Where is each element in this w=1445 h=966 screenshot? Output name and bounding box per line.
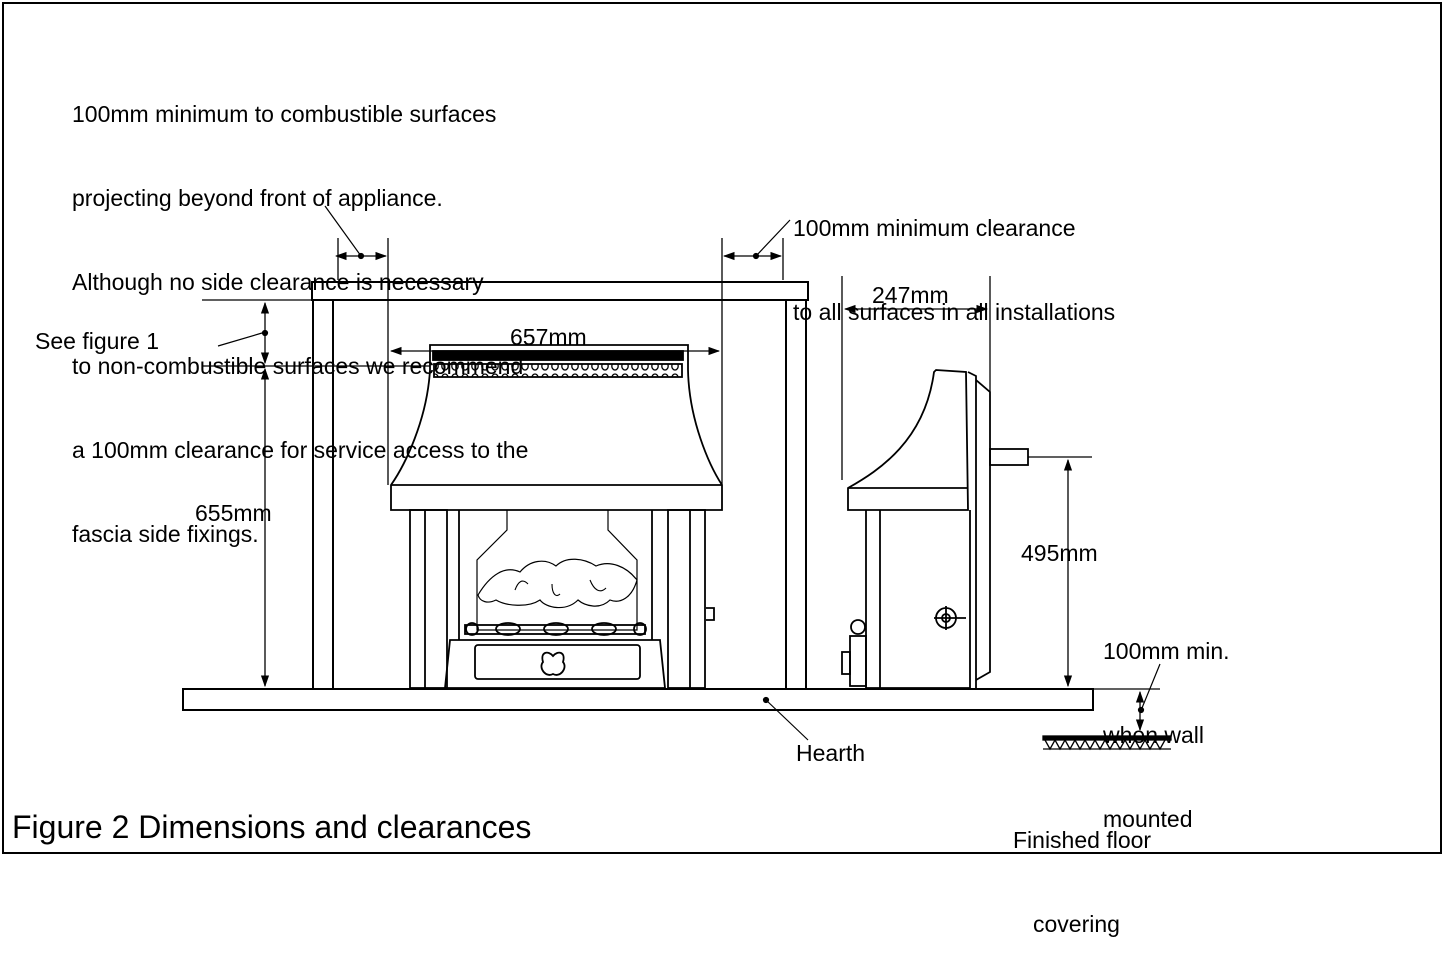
floor-note-line: Finished floor bbox=[1013, 827, 1152, 853]
side-note-line: to non-combustible surfaces we recommend bbox=[72, 353, 524, 379]
side-note-line: 100mm minimum to combustible surfaces bbox=[72, 101, 497, 127]
dim-height-label: 655mm bbox=[195, 500, 272, 526]
floor-covering-note: Finished floor covering bbox=[1013, 770, 1151, 966]
side-note-line: Although no side clearance is necessary bbox=[72, 269, 484, 295]
wall-mount-line: when wall bbox=[1103, 722, 1204, 748]
leader-lines bbox=[217, 205, 1161, 741]
rear-note-line: 100mm minimum clearance bbox=[793, 215, 1076, 241]
dim-side-height-label: 495mm bbox=[1021, 540, 1098, 566]
rear-note-line: to all surfaces in all installations bbox=[793, 299, 1116, 325]
wall-mount-line: mounted bbox=[1103, 806, 1193, 832]
dim-width-label: 657mm bbox=[510, 324, 587, 350]
fire-side bbox=[841, 369, 1029, 689]
floor-covering-symbol bbox=[1042, 735, 1172, 751]
hearth-label: Hearth bbox=[796, 740, 866, 766]
dim-depth-label: 247mm bbox=[872, 282, 949, 308]
see-figure-label: See figure 1 bbox=[35, 328, 160, 354]
hearth bbox=[182, 688, 1094, 711]
side-note-line: projecting beyond front of appliance. bbox=[72, 185, 443, 211]
figure-border bbox=[2, 2, 1442, 854]
fire-drawing: 657mm 247mm 655mm 495mm bbox=[2, 2, 1442, 854]
fire-front bbox=[390, 344, 723, 689]
wall-mount-note: 100mm min. when wall mounted bbox=[1103, 581, 1230, 861]
side-note-line: a 100mm clearance for service access to … bbox=[72, 437, 529, 463]
dimension-lines bbox=[202, 238, 1160, 732]
floor-note-line: covering bbox=[1033, 911, 1120, 937]
side-clearance-note: 100mm minimum to combustible surfaces pr… bbox=[72, 44, 528, 576]
figure-caption: Figure 2 Dimensions and clearances bbox=[12, 809, 532, 845]
rear-clearance-note: 100mm minimum clearance to all surfaces … bbox=[793, 158, 1115, 354]
diagram-canvas: 657mm 247mm 655mm 495mm 100mm minimum to… bbox=[2, 2, 1442, 937]
wall-mount-line: 100mm min. bbox=[1103, 638, 1230, 664]
side-note-line: fascia side fixings. bbox=[72, 521, 259, 547]
